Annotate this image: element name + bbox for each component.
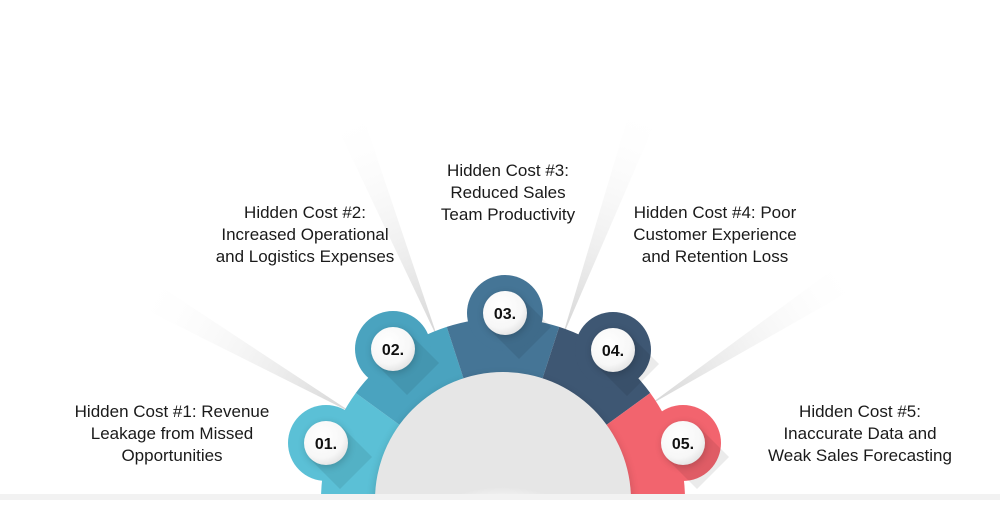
- step-badge-2: 02.: [371, 327, 416, 373]
- number-badges: 01. 02. 03. 04. 05.: [304, 291, 706, 467]
- step-badge-5: 05.: [661, 421, 706, 467]
- step-number: 02.: [382, 342, 404, 359]
- step-label-3: Hidden Cost #3: Reduced Sales Team Produ…: [440, 161, 576, 224]
- step-label-4: Hidden Cost #4: Poor Customer Experience…: [633, 203, 797, 266]
- light-ray: [132, 277, 355, 414]
- light-ray: [332, 105, 439, 341]
- light-ray: [647, 259, 864, 407]
- step-label-1: Hidden Cost #1: Revenue Leakage from Mis…: [74, 402, 270, 465]
- step-number: 04.: [602, 343, 624, 360]
- step-number: 01.: [315, 436, 337, 453]
- light-ray: [561, 100, 661, 339]
- step-label-2: Hidden Cost #2: Increased Operational an…: [215, 203, 395, 266]
- step-number: 03.: [494, 306, 516, 323]
- step-badge-3: 03.: [483, 291, 528, 337]
- inner-semicircle: [0, 372, 1000, 505]
- step-badge-4: 04.: [591, 328, 636, 374]
- light-rays: [132, 100, 864, 414]
- step-number: 05.: [672, 436, 694, 453]
- step-label-5: Hidden Cost #5: Inaccurate Data and Weak…: [768, 402, 952, 465]
- step-badge-1: 01.: [304, 421, 349, 467]
